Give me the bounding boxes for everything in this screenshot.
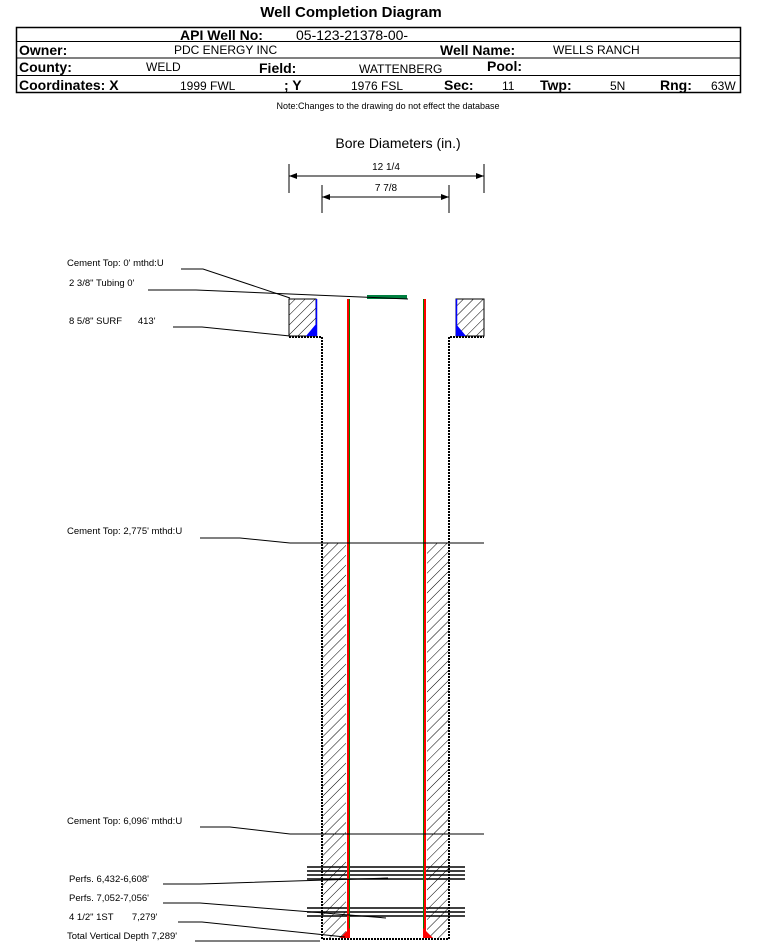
- field-value: WATTENBERG: [359, 62, 442, 76]
- twp-value: 5N: [610, 79, 625, 93]
- production-cement-right: [427, 543, 449, 938]
- county-value: WELD: [146, 60, 181, 74]
- bore-diameters-title: Bore Diameters (in.): [335, 135, 460, 151]
- label-tubing: 2 3/8" Tubing 0': [69, 278, 135, 289]
- production-cement-left: [322, 543, 346, 938]
- production-casing: [340, 299, 433, 938]
- bore-inner-label: 7 7/8: [375, 183, 398, 194]
- coord-y-label: ; Y: [284, 77, 302, 93]
- header-table: API Well No: 05-123-21378-00- Owner: PDC…: [15, 26, 742, 94]
- rng-label: Rng:: [660, 77, 692, 93]
- label-cement-top-2775: Cement Top: 2,775' mthd:U: [67, 526, 182, 537]
- label-cement-top-0: Cement Top: 0' mthd:U: [67, 258, 164, 269]
- coord-y-value: 1976 FSL: [351, 79, 403, 93]
- coord-x-label: Coordinates: X: [19, 77, 119, 93]
- perforations-2: [307, 907, 465, 917]
- owner-label: Owner:: [19, 42, 67, 58]
- label-perfs-2: Perfs. 7,052-7,056': [69, 893, 149, 904]
- api-value: 05-123-21378-00-: [296, 27, 408, 43]
- coord-x-value: 1999 FWL: [180, 79, 236, 93]
- field-label: Field:: [259, 60, 296, 76]
- county-label: County:: [19, 59, 72, 75]
- well-name-label: Well Name:: [440, 42, 515, 58]
- label-total-depth: Total Vertical Depth 7,289': [67, 931, 177, 942]
- tubing-top: [367, 295, 407, 299]
- label-cement-top-6096: Cement Top: 6,096' mthd:U: [67, 816, 182, 827]
- owner-value: PDC ENERGY INC: [174, 43, 277, 57]
- sec-value: 11: [502, 79, 515, 93]
- rng-value: 63W: [711, 79, 736, 93]
- bore-dimension-inner: [321, 185, 450, 213]
- borehole-wall: [289, 336, 484, 940]
- well-name-value: WELLS RANCH: [553, 43, 640, 57]
- note-text: Note:Changes to the drawing do not effec…: [277, 101, 500, 111]
- perforations-1: [307, 866, 465, 880]
- surface-cement-left: [288, 298, 318, 337]
- api-label: API Well No:: [180, 27, 263, 43]
- pool-label: Pool:: [487, 58, 522, 74]
- surface-cement-right: [455, 298, 485, 337]
- twp-label: Twp:: [540, 77, 572, 93]
- page-title: Well Completion Diagram: [260, 4, 441, 21]
- label-perfs-1: Perfs. 6,432-6,608': [69, 874, 149, 885]
- bore-dimension-outer: [288, 164, 485, 193]
- label-production-casing: 4 1/2" 1ST 7,279': [69, 912, 158, 923]
- leader-lines: [148, 268, 409, 942]
- sec-label: Sec:: [444, 77, 474, 93]
- label-surface-casing: 8 5/8" SURF 413': [69, 316, 156, 327]
- bore-outer-label: 12 1/4: [372, 162, 400, 173]
